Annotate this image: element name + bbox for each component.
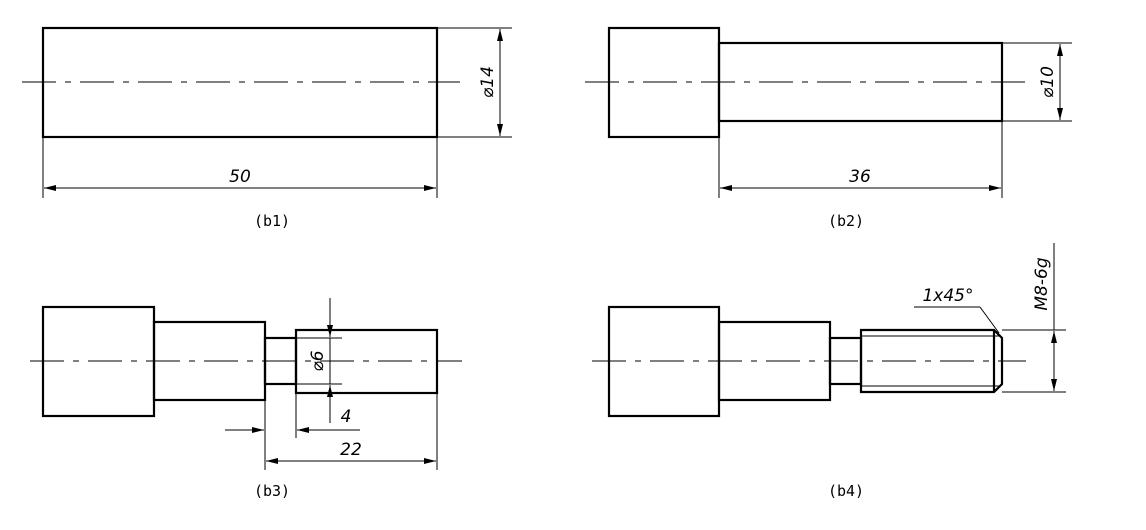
view-b2: ⌀10 36 (b2) bbox=[585, 26, 1072, 230]
diameter-label: ⌀10 bbox=[1038, 66, 1058, 98]
diameter-label: ⌀6 bbox=[308, 350, 328, 371]
view-b1: ⌀14 50 (b1) bbox=[22, 26, 512, 230]
length-label: 50 bbox=[229, 167, 251, 187]
view-caption: (b4) bbox=[828, 482, 864, 500]
view-caption: (b3) bbox=[254, 482, 290, 500]
chamfer-label: 1x45° bbox=[922, 286, 973, 306]
length-label: 36 bbox=[849, 167, 871, 187]
view-b4: 1x45° M8-6g (b4) bbox=[592, 243, 1066, 500]
thread-label: M8-6g bbox=[1032, 257, 1052, 310]
view-caption: (b1) bbox=[254, 212, 290, 230]
groove-label: 4 bbox=[341, 407, 352, 427]
view-caption: (b2) bbox=[828, 212, 864, 230]
view-b3: ⌀6 4 22 (b3) bbox=[30, 298, 462, 500]
diameter-label: ⌀14 bbox=[478, 66, 498, 98]
chamfer-leader bbox=[979, 306, 1000, 334]
length-label: 22 bbox=[340, 440, 362, 460]
